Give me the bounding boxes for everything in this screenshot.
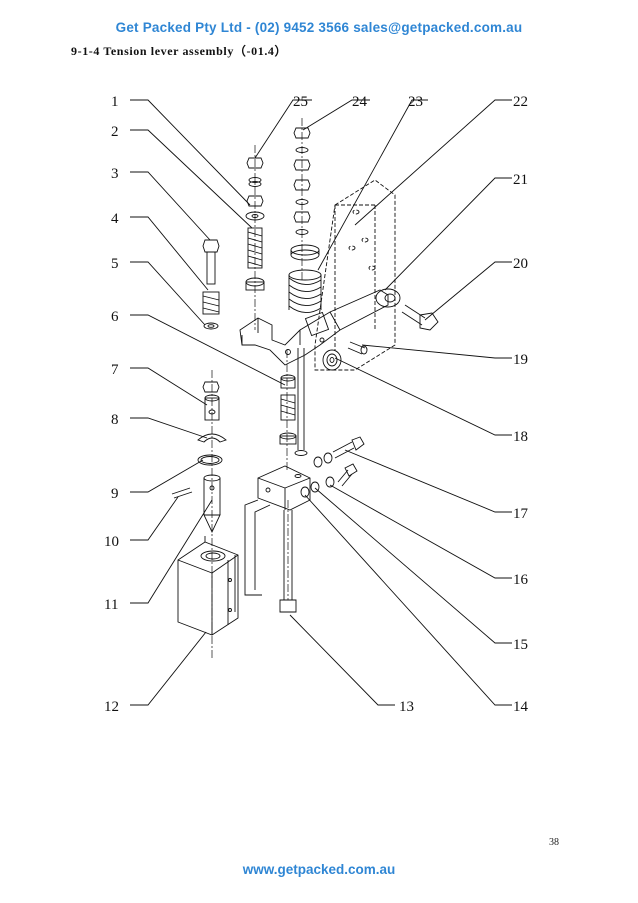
leader-19 (361, 344, 512, 359)
leader-25 (254, 99, 312, 159)
nut-7 (202, 381, 220, 393)
leader-23 (317, 99, 428, 271)
callout-21: 21 (513, 172, 528, 188)
solenoid-12 (177, 536, 239, 636)
footer-url[interactable]: www.getpacked.com.au (242, 862, 396, 877)
pin-19 (347, 341, 368, 355)
bearing (322, 349, 342, 371)
callout-3: 3 (111, 166, 119, 182)
collar-8 (204, 394, 220, 421)
mounting-bracket (314, 179, 396, 371)
callout-25: 25 (293, 94, 308, 110)
lower-bracket (244, 465, 311, 596)
left-spring (245, 227, 265, 291)
callout-18: 18 (513, 429, 528, 445)
callout-6: 6 (111, 309, 119, 325)
leader-6 (130, 314, 286, 386)
pivot-boss (375, 288, 401, 308)
callout-16: 16 (513, 572, 529, 588)
spring-4 (202, 291, 220, 315)
leader-24 (302, 99, 370, 131)
leader-11 (130, 499, 213, 604)
callout-13: 13 (399, 699, 414, 715)
leader-3 (130, 171, 211, 241)
ring-10 (197, 454, 223, 466)
leader-18 (334, 357, 512, 436)
callout-19: 19 (513, 352, 528, 368)
callout-20: 20 (513, 256, 528, 272)
leader-7 (130, 367, 208, 406)
small-pin (171, 487, 193, 499)
leader-13 (289, 614, 395, 706)
leader-10 (130, 496, 179, 541)
leader-2 (130, 129, 253, 229)
callout-2: 2 (111, 124, 119, 140)
leader-lines (130, 99, 512, 706)
left-fastener-stack (245, 157, 265, 221)
callout-22: 22 (513, 94, 528, 110)
long-rod-lower (279, 510, 297, 613)
leader-22 (354, 99, 512, 226)
leader-5 (130, 261, 206, 326)
leader-20 (424, 261, 512, 321)
callout-17: 17 (513, 506, 529, 522)
section-title: 9-1-4 Tension lever assembly（-01.4） (71, 44, 288, 58)
callout-5: 5 (111, 256, 119, 272)
center-lines (211, 118, 303, 660)
leader-17 (344, 449, 512, 513)
spring-seat (290, 244, 320, 261)
callout-23: 23 (408, 94, 423, 110)
leader-9 (130, 459, 204, 493)
header-contact: Get Packed Pty Ltd - (02) 9452 3566 sale… (115, 20, 523, 35)
callout-10: 10 (104, 534, 119, 550)
tension-lever-arm (239, 289, 389, 366)
leader-14 (304, 494, 512, 706)
bolt-3 (202, 239, 220, 285)
callout-7: 7 (111, 362, 119, 378)
clip-9 (197, 433, 227, 443)
right-fastener-stack (293, 127, 311, 235)
leader-4 (130, 216, 209, 291)
plunger-11 (203, 474, 221, 534)
pivot-bolt (401, 304, 439, 331)
leader-16 (329, 484, 512, 579)
callout-8: 8 (111, 412, 119, 428)
leader-12 (130, 631, 207, 706)
callout-11: 11 (104, 597, 118, 613)
leader-21 (384, 177, 512, 291)
leader-15 (314, 487, 512, 644)
bolts-17 (332, 436, 365, 487)
washer-5 (203, 322, 219, 330)
callout-1: 1 (111, 94, 119, 110)
callout-4: 4 (111, 211, 119, 227)
callout-12: 12 (104, 699, 119, 715)
big-spring (288, 269, 322, 313)
leader-8 (130, 417, 208, 439)
washers-14-15-16 (300, 452, 335, 498)
callout-24: 24 (352, 94, 368, 110)
leader-1 (130, 99, 251, 206)
callout-14: 14 (513, 699, 529, 715)
page-number: 38 (549, 837, 559, 848)
long-rod-upper (294, 348, 308, 456)
callout-15: 15 (513, 637, 528, 653)
center-stack (279, 374, 297, 445)
callout-9: 9 (111, 486, 119, 502)
callout-labels: 1 2 3 4 5 6 7 8 9 10 11 12 13 14 15 16 1… (104, 94, 529, 715)
